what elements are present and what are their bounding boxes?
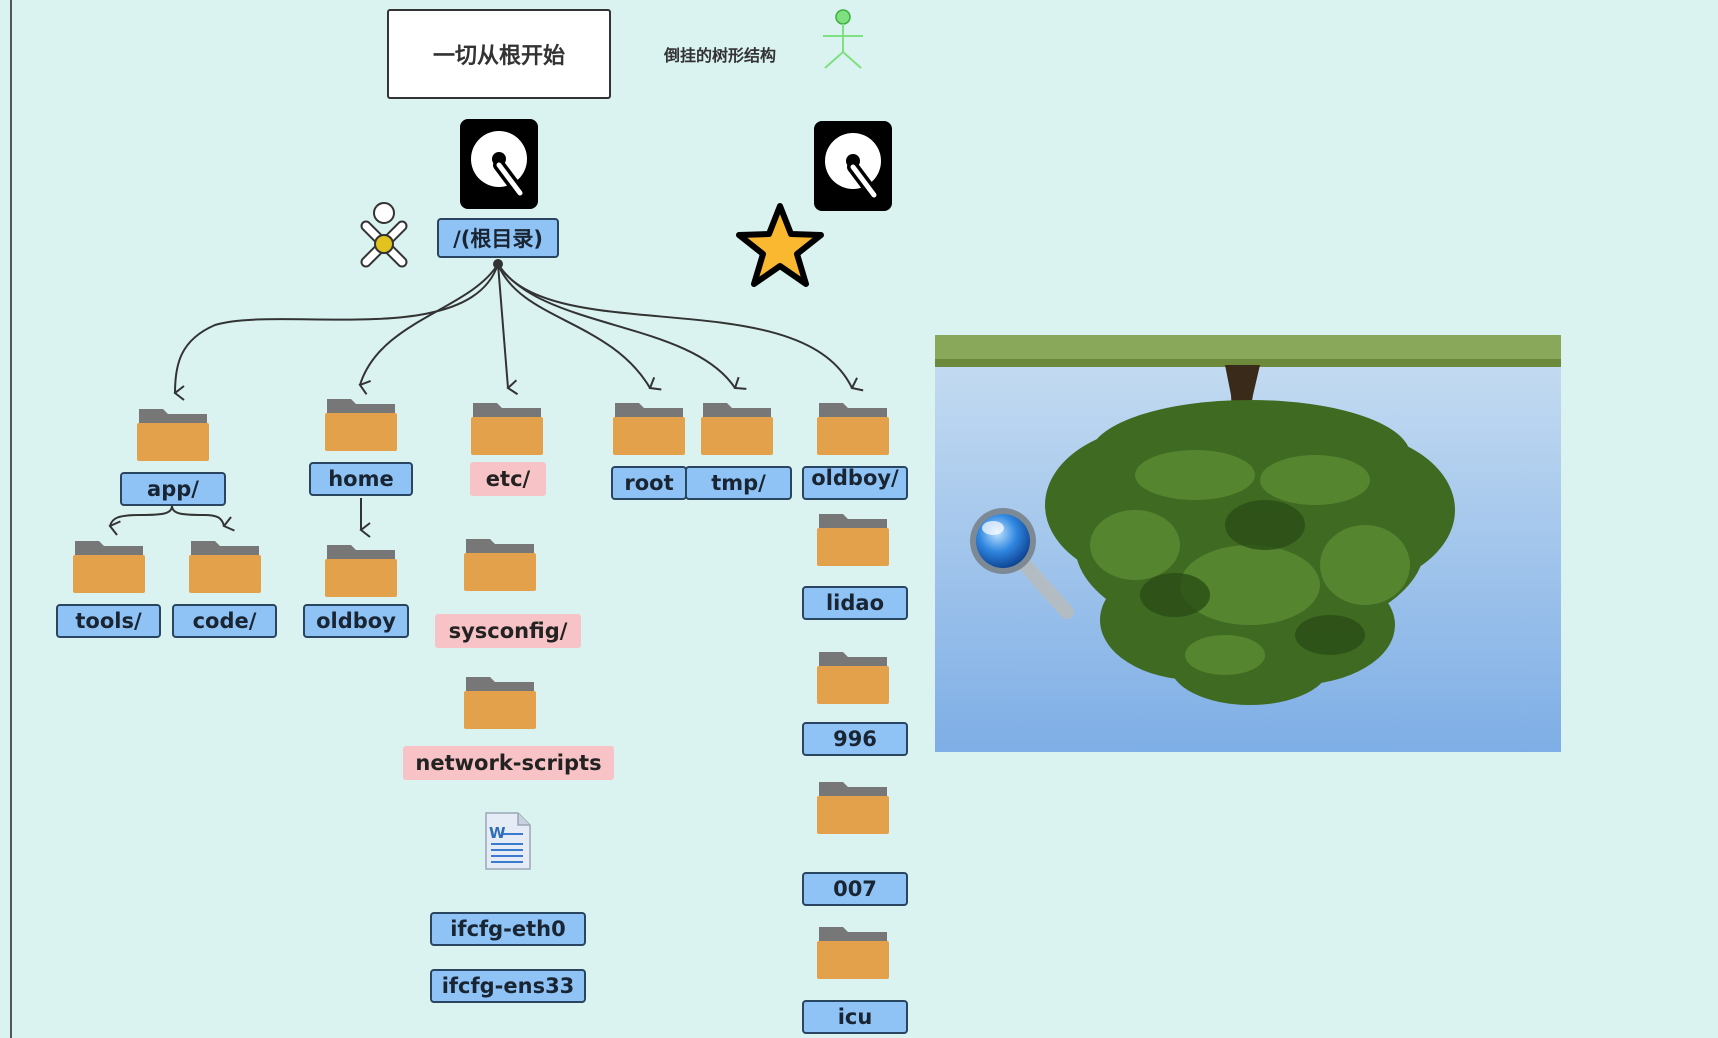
folder-label-app[interactable]: app/ bbox=[120, 472, 226, 506]
star-icon bbox=[736, 203, 824, 287]
folder-icon bbox=[325, 399, 397, 451]
folder-icon bbox=[464, 539, 536, 591]
folder-icon bbox=[189, 541, 261, 593]
folder-icon bbox=[817, 782, 889, 834]
title-box[interactable]: 一切从根开始 bbox=[387, 9, 611, 99]
folder-label-996[interactable]: 996 bbox=[802, 722, 908, 756]
folder-icon bbox=[471, 403, 543, 455]
folder-icon bbox=[613, 403, 685, 455]
folder-icon bbox=[325, 545, 397, 597]
folder-label-lidao[interactable]: lidao bbox=[802, 586, 908, 620]
hard-disk-icon bbox=[814, 121, 892, 211]
folder-label-oldboy-home[interactable]: oldboy bbox=[303, 604, 409, 638]
folder-label-network-scripts[interactable]: network-scripts bbox=[403, 746, 614, 780]
folder-icon bbox=[817, 514, 889, 566]
folder-icon bbox=[817, 927, 889, 979]
folder-label-oldboy[interactable]: oldboy/ bbox=[802, 466, 908, 500]
folder-label-sysconfig[interactable]: sysconfig/ bbox=[435, 614, 581, 648]
folder-icon bbox=[73, 541, 145, 593]
folder-icon bbox=[817, 403, 889, 455]
dancer-icon bbox=[360, 202, 408, 268]
folder-label-etc[interactable]: etc/ bbox=[470, 462, 546, 496]
folder-label-home[interactable]: home bbox=[309, 462, 413, 496]
upside-down-tree-image[interactable] bbox=[935, 335, 1561, 752]
svg-text:W: W bbox=[489, 824, 506, 842]
folder-label-tmp[interactable]: tmp/ bbox=[685, 466, 792, 500]
stick-figure-icon bbox=[823, 9, 863, 69]
folder-icon bbox=[817, 652, 889, 704]
title-text: 一切从根开始 bbox=[432, 44, 565, 69]
folder-label-007[interactable]: 007 bbox=[802, 872, 908, 906]
root-node[interactable]: /(根目录) bbox=[437, 218, 559, 258]
folder-label-code[interactable]: code/ bbox=[172, 604, 277, 638]
file-label-ifcfg-eth0[interactable]: ifcfg-eth0 bbox=[430, 912, 586, 946]
folder-icon bbox=[701, 403, 773, 455]
folder-icon bbox=[464, 677, 536, 729]
subtitle: 倒挂的树形结构 bbox=[664, 46, 777, 65]
folder-label-icu[interactable]: icu bbox=[802, 1000, 908, 1034]
folder-label-tools[interactable]: tools/ bbox=[56, 604, 161, 638]
file-label-ifcfg-ens33[interactable]: ifcfg-ens33 bbox=[430, 969, 586, 1003]
word-document-icon: W bbox=[485, 812, 531, 870]
canvas-border bbox=[10, 0, 12, 1038]
hard-disk-icon bbox=[460, 119, 538, 209]
folder-icon bbox=[137, 409, 209, 461]
folder-label-root[interactable]: root bbox=[611, 466, 687, 500]
